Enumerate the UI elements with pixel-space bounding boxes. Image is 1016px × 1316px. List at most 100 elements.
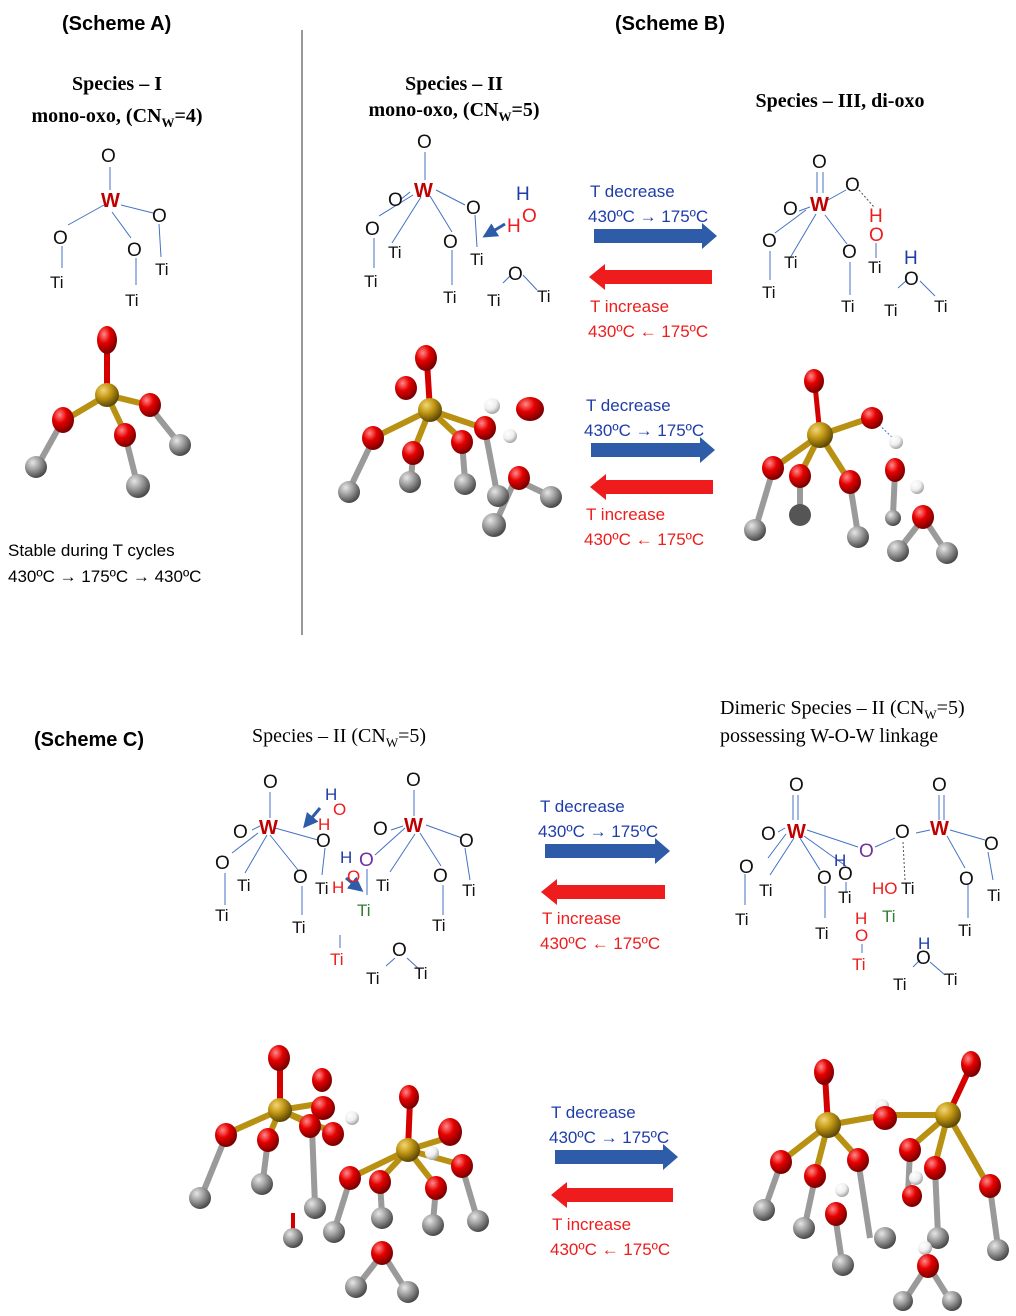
titanium-sphere [789, 504, 811, 526]
atom-titanium: Ti [987, 886, 1001, 905]
atom-tungsten: W [810, 194, 829, 216]
titanium-sphere [793, 1217, 815, 1239]
atom-titanium: Ti [292, 918, 306, 937]
oxygen-sphere [299, 1114, 321, 1138]
bridging-oxygen-sphere [873, 1106, 897, 1130]
atom-oxygen: O [459, 831, 474, 852]
scheme-c-title: (Scheme C) [34, 729, 144, 751]
hydrogen-sphere [918, 1241, 932, 1255]
oxygen-sphere [839, 470, 861, 494]
atom-oxygen: O [838, 864, 853, 885]
atom-oxygen: O [443, 232, 458, 253]
titanium-sphere [936, 542, 958, 564]
atom-titanium: Ti [366, 969, 380, 988]
temp-increase-label: T increase [586, 505, 665, 524]
water-oxygen-sphere [438, 1118, 462, 1146]
titanium-sphere [832, 1254, 854, 1276]
titanium-sphere [323, 1221, 345, 1243]
atom-oxygen: O [365, 219, 380, 240]
temp-decrease-label: T decrease [590, 182, 675, 201]
scheme-c-left-ball-model [189, 1045, 489, 1303]
atom-oxygen: O [263, 772, 278, 793]
atom-hydrogen: H [918, 934, 930, 953]
atom-titanium: Ti [125, 291, 139, 310]
oxygen-sphere [402, 441, 424, 465]
scheme-c-arrows-top: T decrease 430ºC → 175ºC T increase 430º… [538, 797, 670, 953]
species-2-ball-model [338, 345, 562, 537]
tungsten-sphere [807, 422, 833, 448]
species-1-name: Species – I [72, 73, 162, 95]
atom-hydrogen: H [869, 206, 883, 227]
hydroxyl-oxygen: O [869, 225, 884, 246]
water-oxygen: O [522, 206, 537, 227]
titanium-sphere [169, 434, 191, 456]
oxygen-sphere [114, 423, 136, 447]
atom-hydrogen: H [904, 248, 918, 269]
titanium-sphere [927, 1227, 949, 1249]
hydrogen-sphere [909, 1171, 923, 1185]
hydrogen-sphere [889, 435, 903, 449]
atom-titanium-green: Ti [882, 907, 896, 926]
oxygen-sphere [961, 1051, 981, 1077]
atom-oxygen: O [152, 206, 167, 227]
oxygen-sphere [902, 1185, 922, 1207]
temp-decrease-label: T decrease [540, 797, 625, 816]
water-oxygen: O [347, 867, 360, 886]
scheme-a-title: (Scheme A) [62, 13, 171, 35]
temp-decrease-range: 430ºC → 175ºC [549, 1128, 669, 1147]
temperature-increase-arrow [589, 264, 712, 290]
titanium-sphere [126, 474, 150, 498]
atom-tungsten: W [414, 180, 433, 202]
oxygen-sphere [912, 505, 934, 529]
bridging-oxygen: O [359, 850, 374, 871]
atom-titanium: Ti [414, 964, 428, 983]
titanium-sphere [893, 1291, 913, 1311]
atom-oxygen: O [932, 775, 947, 796]
atom-oxygen: O [406, 770, 421, 791]
oxygen-sphere [311, 1096, 335, 1120]
titanium-sphere [744, 519, 766, 541]
species-1-schematic: O W O O O Ti Ti Ti [50, 146, 169, 310]
oxygen-sphere [770, 1150, 792, 1174]
scheme-b: (Scheme B) Species – II mono-oxo, (CNW=5… [338, 13, 958, 564]
atom-oxygen: O [316, 831, 331, 852]
atom-titanium: Ti [315, 879, 329, 898]
atom-oxygen: O [916, 948, 931, 969]
atom-tungsten: W [101, 190, 120, 212]
atom-oxygen: O [904, 269, 919, 290]
atom-oxygen: O [373, 819, 388, 840]
atom-titanium: Ti [815, 924, 829, 943]
titanium-sphere [399, 471, 421, 493]
tungsten-sphere [815, 1112, 841, 1138]
scheme-b-arrows-bottom: T decrease 430ºC → 175ºC T increase 430º… [584, 396, 715, 549]
atom-titanium: Ti [237, 876, 251, 895]
atom-oxygen: O [789, 775, 804, 796]
atom-tungsten: W [259, 817, 278, 839]
species-3-ball-model [744, 369, 958, 564]
species-2-schematic: O W O O O O Ti Ti Ti Ti H H O O Ti Ti [364, 132, 551, 310]
oxygen-sphere [804, 369, 824, 393]
atom-titanium: Ti [462, 881, 476, 900]
scheme-c-right-ball-model [753, 1051, 1009, 1311]
atom-titanium: Ti [934, 297, 948, 316]
atom-oxygen: O [293, 867, 308, 888]
atom-oxygen: O [984, 834, 999, 855]
titanium-sphere [422, 1214, 444, 1236]
temperature-decrease-arrow [545, 838, 670, 864]
species-3-name: Species – III, di-oxo [756, 90, 925, 112]
titanium-sphere [25, 456, 47, 478]
oxygen-sphere [762, 456, 784, 480]
temp-decrease-label: T decrease [551, 1103, 636, 1122]
atom-titanium: Ti [537, 287, 551, 306]
oxygen-sphere [268, 1045, 290, 1071]
temp-increase-label: T increase [590, 297, 669, 316]
hydrogen-sphere [484, 398, 500, 414]
species-2-name: Species – II [405, 73, 503, 95]
scheme-c-left-schematic: O W O O O O Ti Ti Ti Ti H O H O W O O H … [215, 770, 476, 988]
oxygen-sphere [322, 1122, 344, 1146]
stability-note-line2: 430ºC → 175ºC → 430ºC [8, 567, 201, 586]
atom-titanium: Ti [470, 250, 484, 269]
atom-oxygen: O [233, 822, 248, 843]
stability-note-line1: Stable during T cycles [8, 541, 175, 560]
